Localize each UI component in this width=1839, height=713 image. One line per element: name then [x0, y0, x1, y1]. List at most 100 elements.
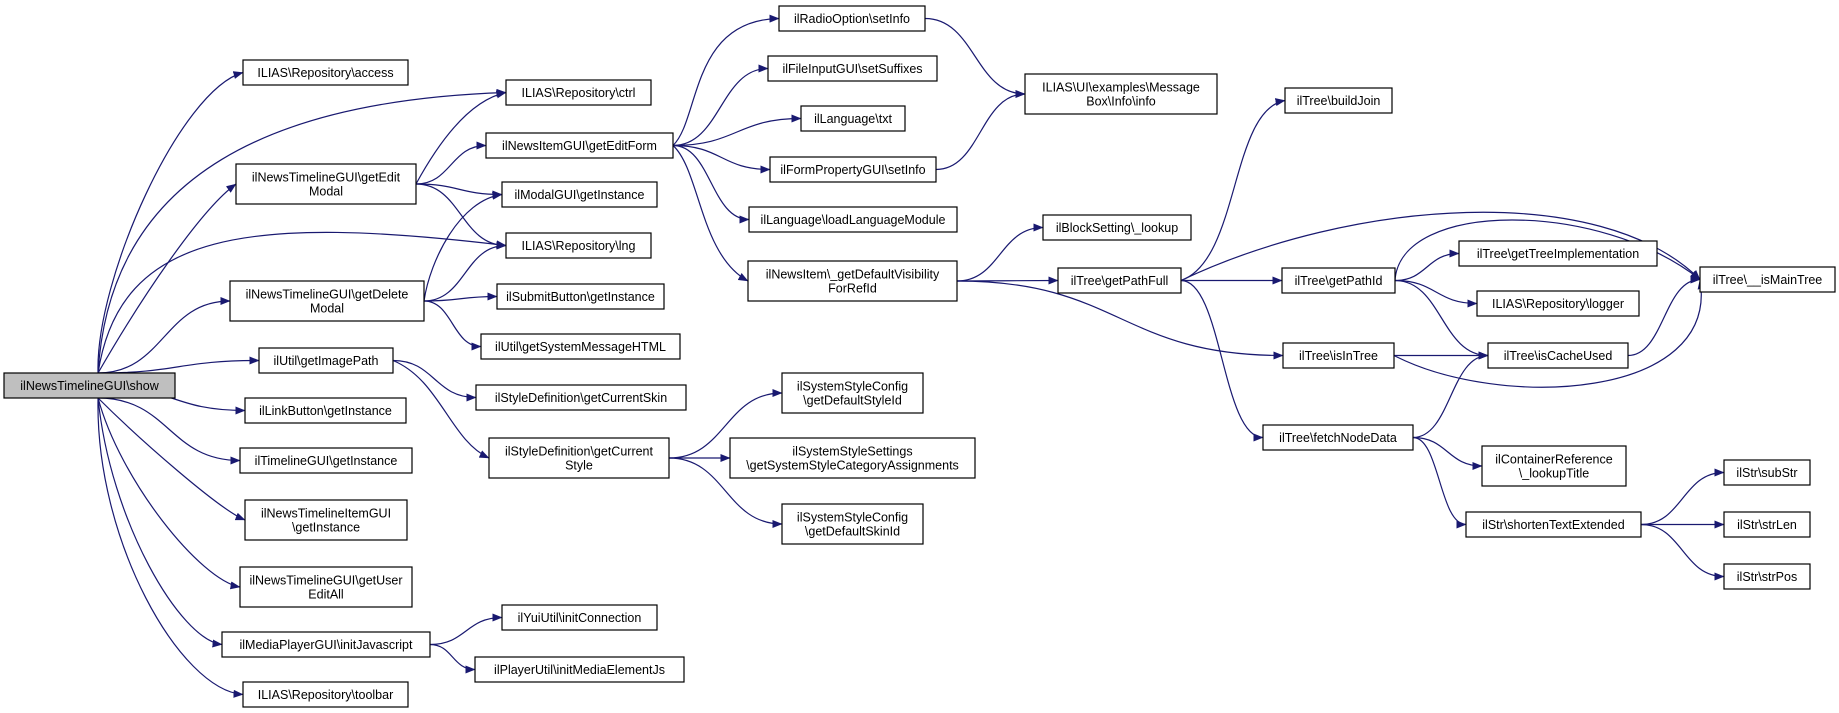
node-label: ilStr\subStr	[1736, 466, 1797, 480]
node-shortenTextExtended[interactable]: ilStr\shortenTextExtended	[1465, 511, 1642, 538]
node-label: ilPlayerUtil\initMediaElementJs	[494, 663, 665, 677]
node-getTreeImplementation[interactable]: ilTree\getTreeImplementation	[1458, 240, 1658, 267]
edge-getImagePath-to-getCurrentSkin	[392, 359, 477, 402]
node-label: ilSystemStyleSettings	[792, 445, 912, 459]
node-label: ilMediaPlayerGUI\initJavascript	[240, 638, 414, 652]
node-modal_getInstance[interactable]: ilModalGUI\getInstance	[501, 181, 658, 208]
node-box	[480, 333, 681, 360]
edge-getDeleteModal-to-repo_lng	[423, 241, 507, 302]
edge-shortenTextExtended-to-strPos	[1640, 523, 1725, 581]
node-initConnection[interactable]: ilYuiUtil\initConnection	[501, 604, 658, 631]
node-repo_lng[interactable]: ILIAS\Repository\lng	[505, 232, 652, 259]
edge-getImagePath-to-getCurrentStyle	[392, 359, 490, 459]
node-isInTree[interactable]: ilTree\isInTree	[1282, 342, 1395, 369]
node-box	[244, 499, 408, 541]
node-repo_ctrl[interactable]: ILIAS\Repository\ctrl	[505, 79, 652, 106]
node-label: ilNewsItemGUI\getEditForm	[502, 139, 657, 153]
node-box	[1042, 214, 1192, 241]
node-label: ilNewsItem\_getDefaultVisibility	[766, 268, 940, 282]
node-getDefaultSkinId[interactable]: ilSystemStyleConfig\getDefaultSkinId	[781, 503, 924, 545]
node-label: \getInstance	[292, 521, 360, 535]
node-strLen[interactable]: ilStr\strLen	[1723, 511, 1811, 538]
node-timelineitem_getInstance[interactable]: ilNewsTimelineItemGUI\getInstance	[244, 499, 408, 541]
node-buildJoin[interactable]: ilTree\buildJoin	[1284, 87, 1393, 114]
node-fetchNodeData[interactable]: ilTree\fetchNodeData	[1262, 424, 1414, 451]
node-label: \getSystemStyleCategoryAssignments	[746, 459, 959, 473]
node-label: ForRefId	[828, 282, 877, 296]
edge-getEditModal-to-modal_getInstance	[415, 183, 503, 199]
edge-isInTree-to-isMainTree	[1393, 279, 1706, 388]
edge-fetchNodeData-to-lookupTitle	[1412, 436, 1483, 470]
node-loadLanguageModule[interactable]: ilLanguage\loadLanguageModule	[748, 206, 958, 233]
node-box	[242, 59, 409, 86]
node-label: ILIAS\Repository\toolbar	[258, 688, 394, 702]
node-setSuffixes[interactable]: ilFileInputGUI\setSuffixes	[767, 55, 938, 82]
node-box	[1057, 267, 1182, 294]
edge-getEditForm-to-radio_setInfo	[672, 14, 780, 146]
node-getDefaultStyleId[interactable]: ilSystemStyleConfig\getDefaultStyleId	[781, 372, 924, 414]
node-label: ILIAS\Repository\access	[257, 66, 393, 80]
edge-getPathId-to-isCacheUsed	[1394, 279, 1489, 360]
node-root[interactable]: ilNewsTimelineGUI\show	[3, 372, 176, 399]
node-box	[475, 384, 687, 411]
node-submit_getInstance[interactable]: ilSubmitButton\getInstance	[496, 283, 665, 310]
node-getSystemMessageHTML[interactable]: ilUtil\getSystemMessageHTML	[480, 333, 681, 360]
node-timeline_getInstance[interactable]: ilTimelineGUI\getInstance	[239, 447, 413, 474]
node-initJavascript[interactable]: ilMediaPlayerGUI\initJavascript	[221, 631, 431, 658]
node-box	[239, 566, 413, 608]
node-getImagePath[interactable]: ilUtil\getImagePath	[258, 347, 394, 374]
node-box	[1262, 424, 1414, 451]
edge-shortenTextExtended-to-subStr	[1640, 468, 1725, 526]
node-box	[244, 397, 407, 424]
node-initMediaElementJs[interactable]: ilPlayerUtil\initMediaElementJs	[474, 656, 685, 683]
node-box	[1723, 563, 1811, 590]
node-label: ILIAS\Repository\lng	[522, 239, 636, 253]
node-getCurrentSkin[interactable]: ilStyleDefinition\getCurrentSkin	[475, 384, 687, 411]
node-linkbutton_getInstance[interactable]: ilLinkButton\getInstance	[244, 397, 407, 424]
node-lookupTitle[interactable]: ilContainerReference\_lookupTitle	[1481, 445, 1627, 487]
node-label: ilTree\isCacheUsed	[1504, 349, 1613, 363]
node-label: ilYuiUtil\initConnection	[518, 611, 642, 625]
node-repo_toolbar[interactable]: ILIAS\Repository\toolbar	[242, 681, 409, 708]
node-label: ilLanguage\loadLanguageModule	[761, 213, 946, 227]
node-box	[1476, 290, 1640, 317]
node-box	[1281, 267, 1396, 294]
node-label: ilNewsTimelineGUI\getDelete	[246, 288, 409, 302]
node-blocksetting_lookup[interactable]: ilBlockSetting\_lookup	[1042, 214, 1192, 241]
node-formprop_setInfo[interactable]: ilFormPropertyGUI\setInfo	[769, 156, 937, 183]
node-lang_txt[interactable]: ilLanguage\txt	[800, 105, 906, 132]
edge-root-to-getEditModal	[97, 183, 237, 374]
node-isCacheUsed[interactable]: ilTree\isCacheUsed	[1487, 342, 1629, 369]
node-label: ilStr\strPos	[1737, 570, 1797, 584]
node-label: EditAll	[308, 588, 343, 602]
node-repo_access[interactable]: ILIAS\Repository\access	[242, 59, 409, 86]
node-box	[767, 55, 938, 82]
edge-getEditForm-to-loadLanguageModule	[672, 144, 750, 224]
edge-root-to-initJavascript	[97, 397, 223, 648]
node-getPathId[interactable]: ilTree\getPathId	[1281, 267, 1396, 294]
edge-getDefaultVisibility-to-isInTree	[956, 280, 1284, 360]
node-subStr[interactable]: ilStr\subStr	[1723, 459, 1811, 486]
node-label: ilTree\getPathId	[1295, 274, 1383, 288]
node-getPathFull[interactable]: ilTree\getPathFull	[1057, 267, 1182, 294]
edge-radio_setInfo-to-msgbox_info	[924, 17, 1026, 98]
node-isMainTree[interactable]: ilTree\__isMainTree	[1699, 266, 1836, 293]
node-box	[501, 181, 658, 208]
node-box	[485, 132, 674, 159]
node-box	[3, 372, 176, 399]
node-label: \_lookupTitle	[1519, 467, 1589, 481]
node-radio_setInfo[interactable]: ilRadioOption\setInfo	[778, 5, 926, 32]
node-strPos[interactable]: ilStr\strPos	[1723, 563, 1811, 590]
node-getEditForm[interactable]: ilNewsItemGUI\getEditForm	[485, 132, 674, 159]
node-repo_logger[interactable]: ILIAS\Repository\logger	[1476, 290, 1640, 317]
node-getSystemStyleCategoryAssignments[interactable]: ilSystemStyleSettings\getSystemStyleCate…	[729, 437, 976, 479]
edge-getDeleteModal-to-submit_getInstance	[423, 292, 498, 302]
edge-initJavascript-to-initConnection	[429, 613, 503, 646]
node-label: ilStr\shortenTextExtended	[1482, 518, 1624, 532]
